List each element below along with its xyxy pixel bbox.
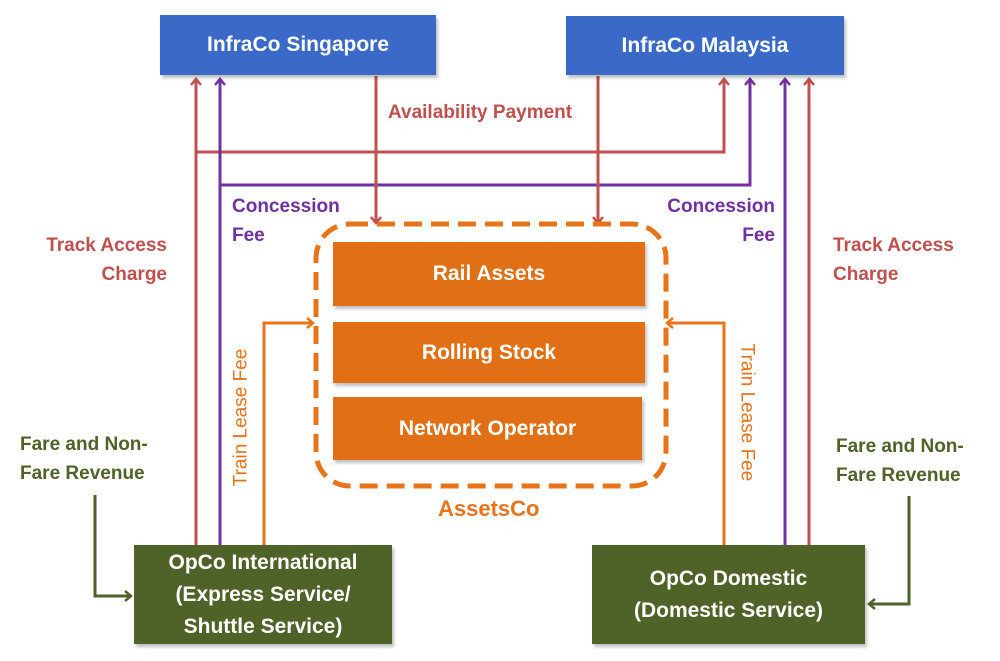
track-access-right-label: Track Access Charge [833,231,954,289]
opco-domestic-box: OpCo Domestic (Domestic Service) [592,545,865,644]
train-lease-fee-left-label: Train Lease Fee [230,348,252,487]
fare-revenue-right-label: Fare and Non- Fare Revenue [836,432,964,490]
concession-right-line1: Concession [667,196,775,217]
train-lease-arrow-right [665,317,726,545]
opco-dom-line1: OpCo Domestic [649,566,808,590]
rolling-stock-box: Rolling Stock [333,322,645,383]
fare-revenue-left-label: Fare and Non- Fare Revenue [20,430,148,488]
fare-arrow-right [867,496,911,610]
track-right-line2: Charge [833,264,899,285]
rail-assets-box: Rail Assets [333,242,645,306]
opco-intl-line3: Shuttle Service) [183,614,343,638]
track-left-line2: Charge [101,264,167,285]
train-lease-arrow-left [262,317,315,545]
track-right-line1: Track Access [833,235,954,256]
concession-right-line2: Fee [742,225,775,246]
fare-arrow-left [93,495,133,602]
concession-fee-left-label: Concession Fee [232,192,340,250]
opco-intl-line2: (Express Service/ [175,582,351,606]
fare-right-line2: Fare Revenue [836,465,961,486]
infraco-malaysia-box: InfraCo Malaysia [566,16,844,75]
fare-right-line1: Fare and Non- [836,436,964,457]
fare-left-line1: Fare and Non- [20,434,148,455]
assetsco-boundary [313,221,669,489]
concession-fee-right-label: Concession Fee [664,192,775,250]
assetsco-label: AssetsCo [438,496,540,521]
track-left-line1: Track Access [46,235,167,256]
concession-left-line1: Concession [232,196,340,217]
concession-arrow-left-to-malaysia [220,77,756,187]
train-lease-fee-right-label: Train Lease Fee [736,343,758,482]
concession-left-line2: Fee [232,225,265,246]
track-access-arrow-left-to-malaysia [196,77,730,154]
fare-left-line2: Fare Revenue [20,463,145,484]
availability-payment-label: Availability Payment [388,102,573,123]
infraco-singapore-box: InfraCo Singapore [160,15,436,75]
network-operator-box: Network Operator [333,397,642,460]
opco-international-box: OpCo International (Express Service/ Shu… [134,545,392,644]
opco-intl-line1: OpCo International [168,550,358,574]
track-access-left-label: Track Access Charge [40,231,167,289]
opco-dom-line2: (Domestic Service) [633,598,824,622]
